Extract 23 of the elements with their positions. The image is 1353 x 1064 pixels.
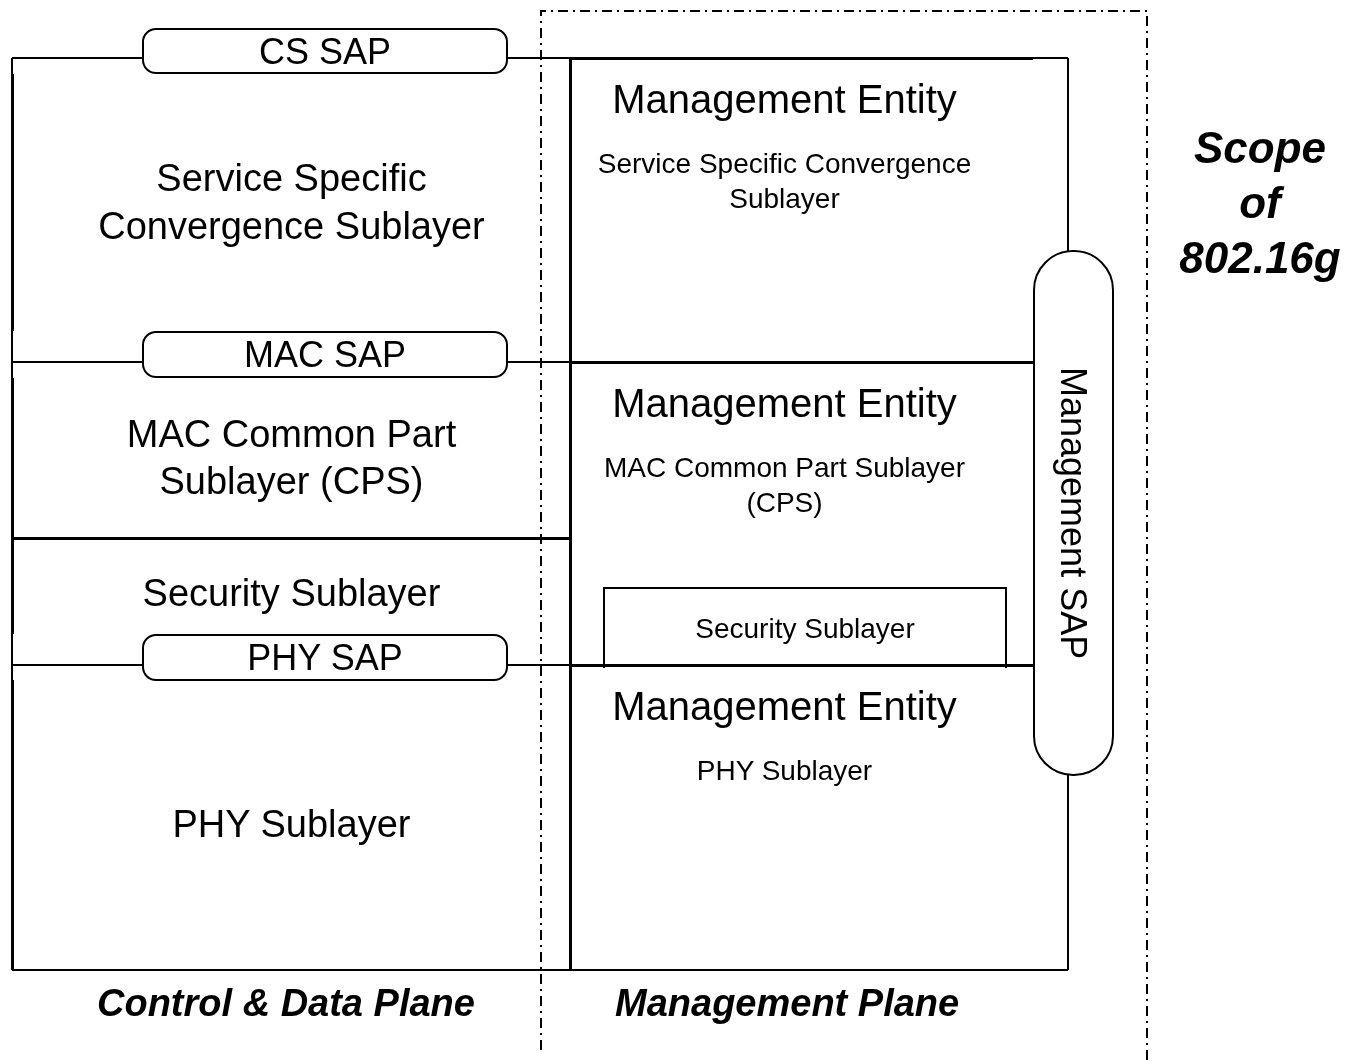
layer-name: Service Specific Convergence Sublayer — [596, 147, 973, 216]
sap-name: CS SAP — [258, 29, 391, 74]
scope-label: Scope of 802.16g — [1178, 122, 1342, 284]
layer-name: PHY Sublayer — [172, 801, 411, 847]
entity-heading: Management Entity — [612, 683, 957, 730]
layer-name: Security Sublayer — [142, 571, 441, 617]
layer-name: Service Specific Convergence Sublayer — [97, 156, 486, 249]
entity-heading: Management Entity — [612, 380, 957, 427]
sap-name: MAC SAP — [243, 333, 406, 377]
sap-name: Management SAP — [1052, 366, 1095, 660]
layer-name: PHY Sublayer — [696, 754, 873, 788]
layer-box — [570, 665, 1033, 971]
layer-name: MAC Common Part Sublayer (CPS) — [125, 411, 458, 504]
entity-heading: Management Entity — [612, 76, 957, 123]
sap-pill — [142, 331, 508, 378]
plane-label: Management Plane — [615, 982, 960, 1025]
sap-pill — [142, 634, 508, 681]
layer-name: MAC Common Part Sublayer (CPS) — [603, 451, 966, 520]
layer-name: Security Sublayer — [695, 612, 915, 646]
plane-label: Control & Data Plane — [97, 982, 475, 1025]
layer-box — [603, 587, 1007, 668]
sap-pill — [142, 28, 508, 74]
sap-name: PHY SAP — [247, 636, 403, 680]
